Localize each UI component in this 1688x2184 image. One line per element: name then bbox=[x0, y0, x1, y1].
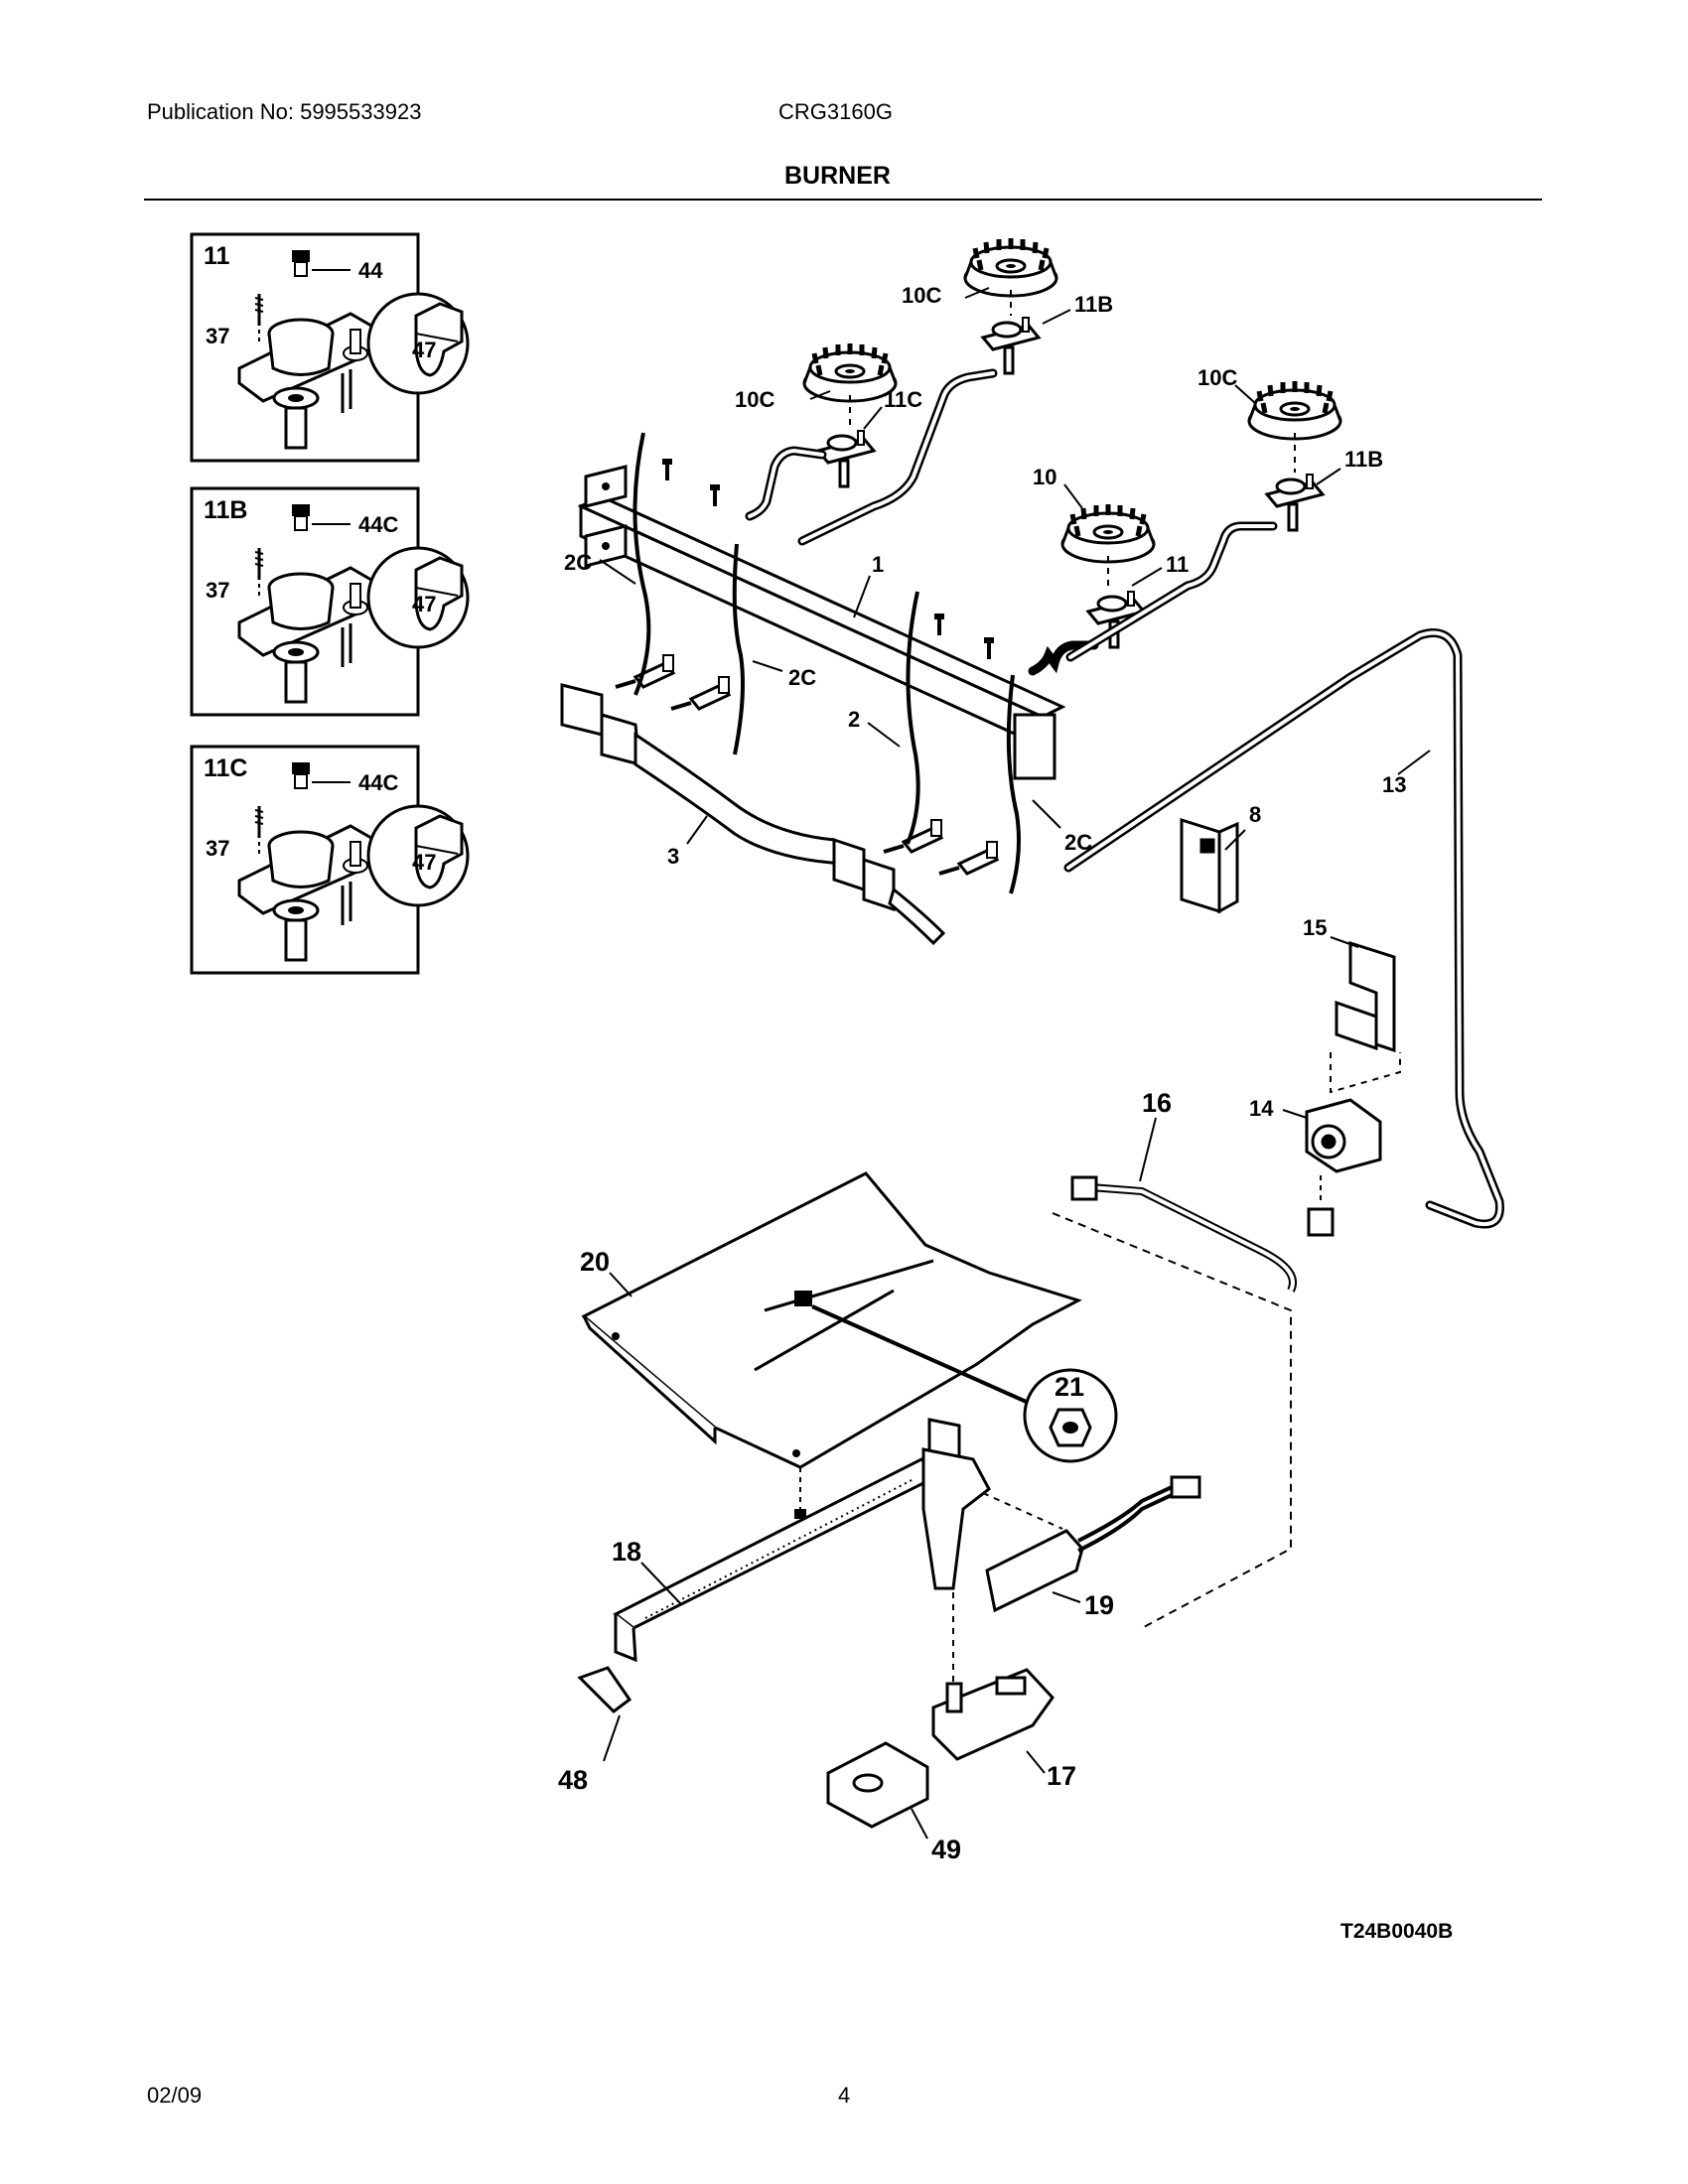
oven-dash-line bbox=[1052, 1212, 1292, 1629]
label-17: 17 bbox=[1047, 1761, 1076, 1791]
tube-16-inner bbox=[1089, 1185, 1295, 1292]
fitting-16 bbox=[1070, 1175, 1098, 1201]
burner-cap-left bbox=[804, 343, 896, 401]
label-11b-right: 11B bbox=[1344, 447, 1383, 472]
leader-lines bbox=[599, 287, 1431, 1840]
label-16: 16 bbox=[1142, 1088, 1172, 1118]
inset-11b-part-37: 37 bbox=[206, 578, 229, 603]
shield-hole-a bbox=[612, 1332, 620, 1340]
burner-head-left bbox=[816, 429, 876, 488]
label-10c-left: 10C bbox=[735, 387, 774, 412]
label-11: 11 bbox=[1166, 552, 1189, 577]
dashed-alignment-lines bbox=[849, 290, 1296, 590]
label-2: 2 bbox=[848, 707, 860, 732]
wire-harnesses bbox=[633, 432, 1021, 894]
inset-11c-part-37: 37 bbox=[206, 836, 229, 861]
inset-11b-part-47: 47 bbox=[412, 592, 436, 616]
inset-11c: 11C 44C 37 47 bbox=[190, 745, 470, 975]
burner-ports bbox=[644, 1478, 914, 1619]
label-10: 10 bbox=[1033, 465, 1056, 489]
label-8: 8 bbox=[1249, 802, 1261, 827]
shield-20 bbox=[581, 1171, 1082, 1469]
burner-heads bbox=[816, 316, 1325, 649]
manifold bbox=[577, 465, 1066, 780]
label-18: 18 bbox=[612, 1537, 641, 1567]
label-10c-right: 10C bbox=[1197, 365, 1237, 390]
burner-cap-right bbox=[1249, 381, 1340, 439]
label-11b-top: 11B bbox=[1074, 292, 1113, 317]
inset-11-label: 11 bbox=[204, 242, 230, 270]
label-2c-right: 2C bbox=[1064, 830, 1092, 855]
inset-11-part-44: 44 bbox=[358, 258, 383, 283]
label-2c-mid: 2C bbox=[788, 665, 816, 690]
label-49: 49 bbox=[931, 1835, 961, 1864]
inset-11c-part-47: 47 bbox=[412, 850, 436, 875]
nut-leader bbox=[811, 1304, 1032, 1406]
inset-11c-part-44c: 44C bbox=[358, 770, 398, 795]
burner-head-top bbox=[981, 316, 1041, 375]
label-3: 3 bbox=[667, 844, 679, 869]
inset-11b-part-44c: 44C bbox=[358, 512, 398, 537]
burner-cap-top bbox=[965, 238, 1056, 296]
burner-cap-center bbox=[1062, 504, 1154, 562]
label-14: 14 bbox=[1249, 1096, 1274, 1121]
burner-screw bbox=[794, 1509, 806, 1519]
label-1: 1 bbox=[872, 552, 884, 577]
burner-head-right bbox=[1265, 473, 1325, 532]
clip-48 bbox=[577, 1666, 633, 1713]
label-21: 21 bbox=[1055, 1372, 1084, 1402]
label-19: 19 bbox=[1084, 1590, 1114, 1620]
publication-number: Publication No: 5995533923 bbox=[147, 99, 422, 124]
label-11c: 11C bbox=[884, 387, 922, 412]
bracket-49 bbox=[826, 1741, 929, 1829]
page-title: BURNER bbox=[784, 162, 891, 190]
gas-tube-13-inner bbox=[1066, 630, 1502, 1226]
venturi bbox=[921, 1447, 991, 1590]
callout-labels: 10C 11B 10C 11C 10C 11B 10 11 1 2C 2C 2 … bbox=[558, 283, 1406, 1864]
shield-hole-b bbox=[792, 1449, 800, 1457]
igniter-19 bbox=[985, 1475, 1201, 1613]
inset-11-part-47: 47 bbox=[412, 338, 436, 362]
bracket-15 bbox=[1335, 940, 1396, 1053]
diagram-code: T24B0040B bbox=[1340, 1920, 1454, 1943]
label-2c-left: 2C bbox=[564, 550, 592, 575]
nut-21-hole bbox=[1062, 1422, 1078, 1433]
nut-small bbox=[794, 1291, 812, 1306]
inset-11-part-37: 37 bbox=[206, 324, 229, 348]
tube-16 bbox=[1089, 1183, 1297, 1293]
valve-17 bbox=[931, 1668, 1055, 1761]
header-divider bbox=[144, 199, 1542, 201]
label-15: 15 bbox=[1303, 915, 1327, 940]
igniter-dash bbox=[982, 1492, 1063, 1530]
inset-11: 11 44 37 47 bbox=[190, 232, 470, 463]
label-10c-top: 10C bbox=[902, 283, 941, 308]
inset-11c-label: 11C bbox=[204, 754, 247, 782]
switch-8 bbox=[1180, 817, 1239, 914]
model-number: CRG3160G bbox=[778, 99, 893, 124]
gas-tubes-inner bbox=[748, 371, 1275, 659]
label-48: 48 bbox=[558, 1765, 588, 1795]
label-20: 20 bbox=[580, 1247, 610, 1277]
regulator-14 bbox=[1305, 1098, 1382, 1237]
bracket-15-dash bbox=[1330, 1052, 1401, 1094]
bracket-3 bbox=[560, 683, 946, 946]
inset-11b-label: 11B bbox=[204, 496, 247, 524]
page-number: 4 bbox=[838, 2083, 851, 2108]
label-13: 13 bbox=[1382, 772, 1406, 797]
inset-11b: 11B 44C 37 47 bbox=[190, 486, 470, 717]
footer-date: 02/09 bbox=[147, 2083, 203, 2108]
